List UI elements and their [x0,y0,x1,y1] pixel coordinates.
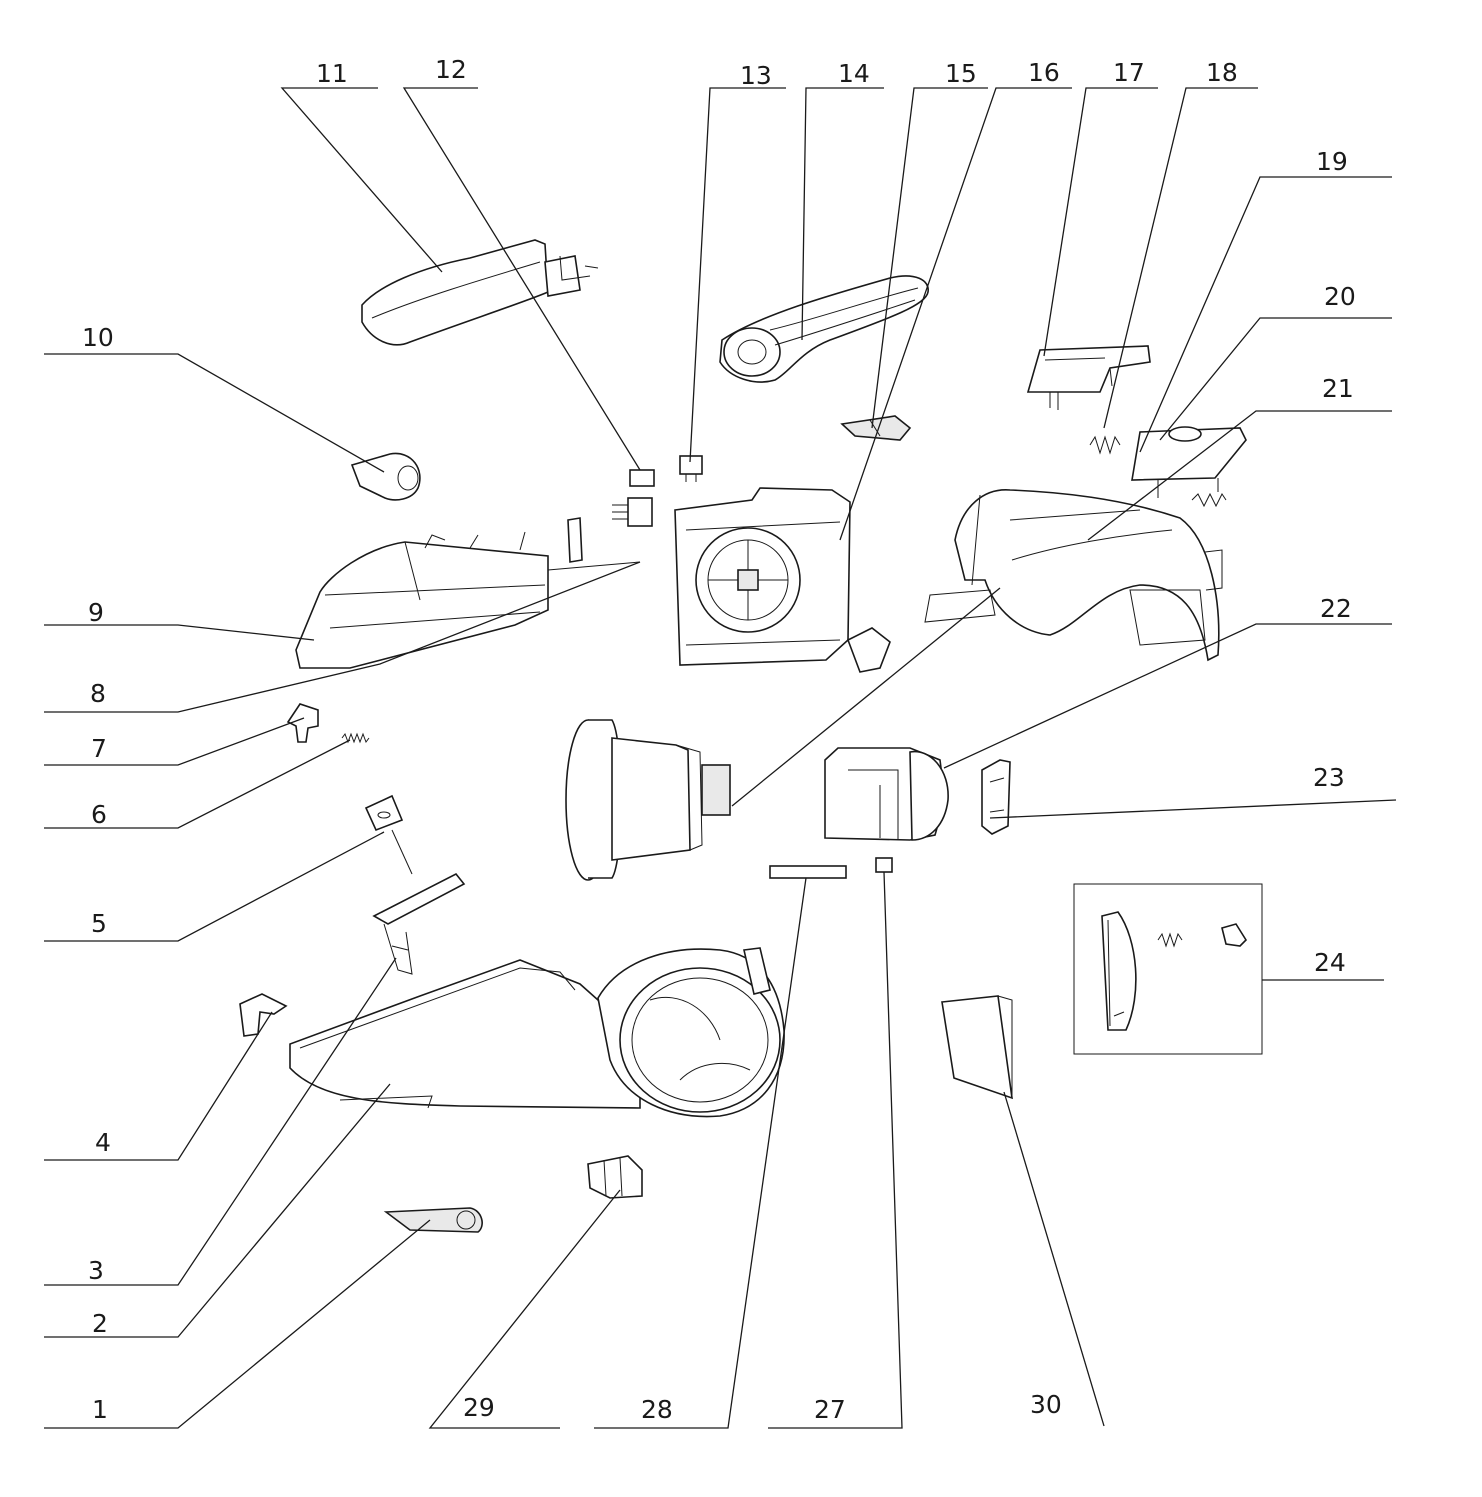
part-24-kit [1073,883,1263,1055]
leader-21 [1087,410,1392,541]
leader-3 [44,957,397,1286]
parts-layer [239,239,1263,1233]
callout-11: 11 [316,59,348,88]
part-15-clip [840,415,912,441]
part-12-switch [612,469,655,527]
callout-4: 4 [95,1128,111,1157]
callout-30: 30 [1030,1390,1062,1419]
leader-lines [44,87,1397,1429]
part-28-strip [769,865,847,879]
leader-29 [428,1189,621,1429]
callout-18: 18 [1206,58,1238,87]
leader-10 [44,353,385,473]
part-4-clip [239,993,288,1037]
callout-21: 21 [1322,374,1354,403]
leader-14 [801,87,884,341]
leader-16b [731,587,1001,807]
part-27-plug [875,857,893,873]
callout-5: 5 [91,909,107,938]
part-9-upper-body [295,517,641,669]
part-upper-housing [924,489,1223,662]
leader-28 [594,877,807,1429]
part-1-base-plate [383,1207,483,1233]
callout-8: 8 [90,679,106,708]
leader-15 [871,87,988,429]
callout-7: 7 [91,734,107,763]
callout-15: 15 [945,59,977,88]
part-5-plate [364,794,413,875]
callout-17: 17 [1113,58,1145,87]
part-10-connector [350,452,421,501]
callout-29: 29 [463,1393,495,1422]
callout-24: 24 [1314,948,1346,977]
callout-6: 6 [91,800,107,829]
leader-22 [943,623,1392,769]
callout-20: 20 [1324,282,1356,311]
leader-12 [402,87,641,471]
callout-9: 9 [88,598,104,627]
leader-2 [44,1083,391,1338]
callout-14: 14 [838,59,870,88]
part-7-latch [286,703,319,743]
part-6-spring [341,732,370,744]
leader-9 [44,624,315,641]
part-21-spring [1191,492,1227,508]
callout-10: 10 [82,323,114,352]
leader-30 [1003,1091,1105,1427]
leader-6 [44,739,351,829]
part-2-main-body [289,947,785,1118]
part-motor [565,719,731,881]
callout-27: 27 [814,1395,846,1424]
part-3-hinge [372,872,466,975]
part-13-switch [679,455,703,482]
callout-22: 22 [1320,594,1352,623]
leader-20 [1159,317,1392,441]
part-23-cover [981,759,1011,835]
leader-27 [768,871,903,1429]
leader-11 [280,87,443,273]
callout-19: 19 [1316,147,1348,176]
leader-4 [44,1011,273,1161]
part-18-spring [1089,435,1121,455]
leader-1 [44,1219,431,1429]
leader-5 [44,831,385,942]
part-16-filter-housing [674,487,891,673]
leader-16 [839,87,1072,541]
part-11-handle-cover [361,239,599,346]
part-30-filter-pad [941,995,1013,1100]
callout-23: 23 [1313,763,1345,792]
leader-19 [1139,176,1392,453]
part-17-latch-bracket [1026,345,1151,410]
callout-16: 16 [1028,58,1060,87]
leader-18 [1103,87,1258,429]
leader-13 [689,87,786,463]
part-29-connector [587,1155,643,1199]
callout-13: 13 [740,61,772,90]
leader-17 [1043,87,1158,357]
callout-28: 28 [641,1395,673,1424]
leader-8 [44,561,641,713]
callout-1: 1 [92,1395,108,1424]
part-14-top-cover [719,275,929,383]
leader-23 [989,799,1397,819]
part-22-dust-cup [824,747,949,841]
callout-2: 2 [92,1309,108,1338]
callout-labels: 1 2 3 4 5 6 7 8 9 10 11 12 13 14 15 16 1… [82,55,1356,1424]
callout-3: 3 [88,1256,104,1285]
callout-12: 12 [435,55,467,84]
leader-7 [44,717,305,766]
